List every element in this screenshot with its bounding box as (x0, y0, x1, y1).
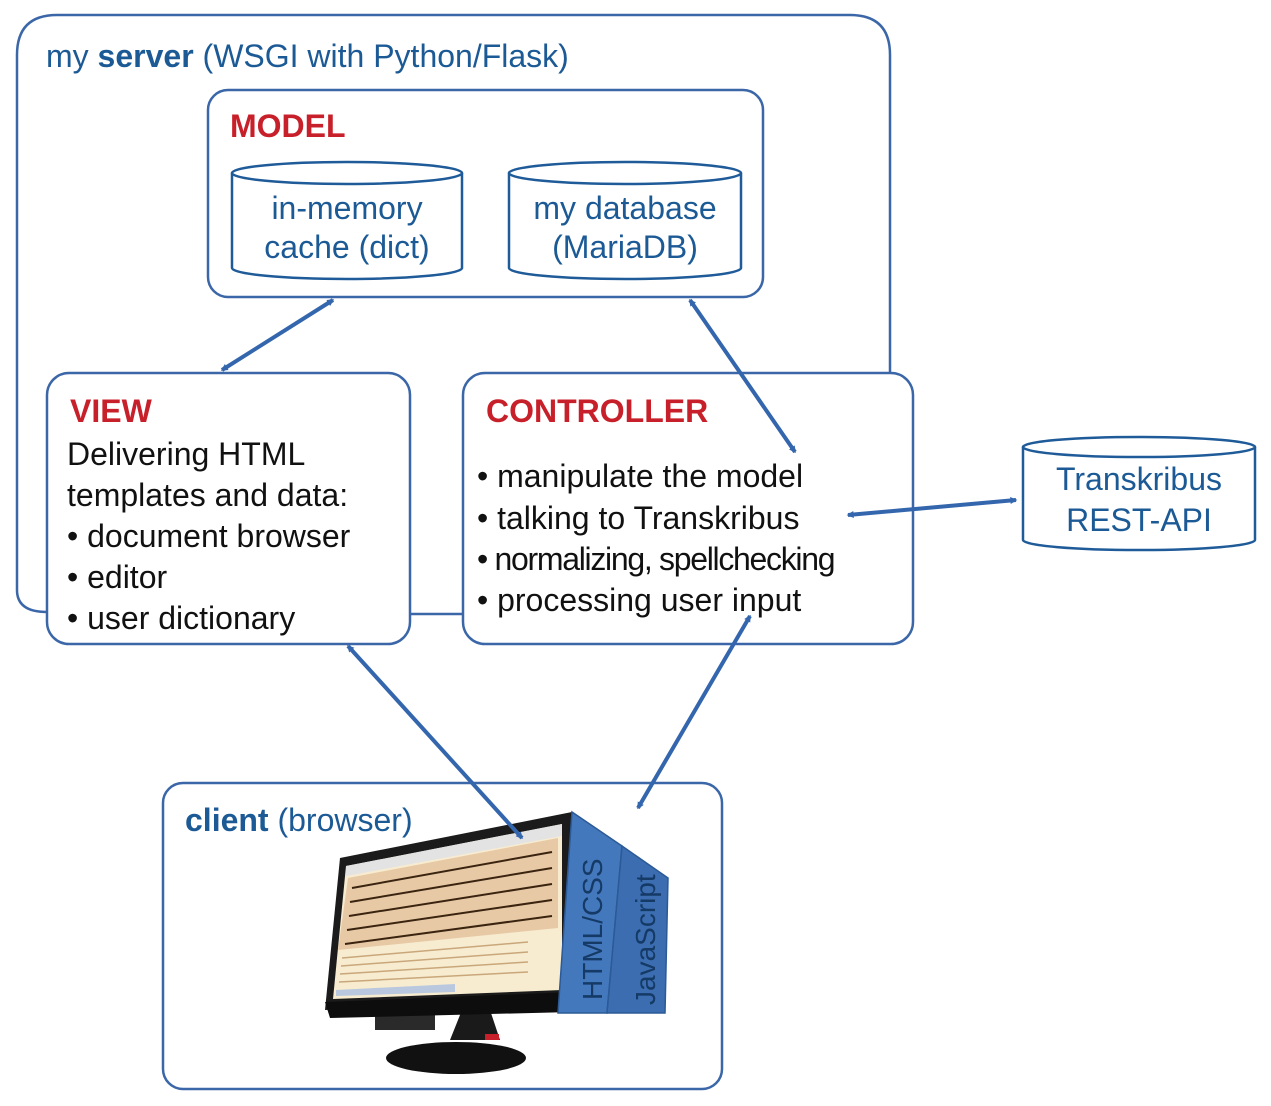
database-label-1: my database (533, 190, 716, 226)
database-label-2: (MariaDB) (552, 229, 698, 265)
view-item: • editor (67, 559, 167, 595)
cache-cylinder: in-memory cache (dict) (230, 160, 464, 281)
server-title: my server (WSGI with Python/Flask) (46, 38, 569, 74)
controller-item: • talking to Transkribus (477, 500, 799, 536)
model-box: MODEL in-memory cache (dict) my database… (206, 88, 765, 299)
javascript-panel (606, 844, 669, 1014)
client-title: client (browser) (185, 802, 413, 838)
controller-item: • processing user input (477, 582, 801, 618)
transkribus-label-1: Transkribus (1056, 461, 1222, 497)
arrows (220, 298, 1018, 840)
arrow-controller-transkribus (846, 497, 1018, 518)
view-intro-1: Delivering HTML (67, 436, 305, 472)
transkribus-cylinder: Transkribus REST-API (1021, 435, 1257, 552)
arrow-model-controller (688, 298, 797, 454)
javascript-label: JavaScript (630, 874, 661, 1005)
controller-title: CONTROLLER (486, 393, 708, 429)
client-box: client (browser) (161, 781, 724, 1091)
controller-item: • normalizing, spellchecking (477, 541, 834, 577)
view-box: VIEW Delivering HTML templates and data:… (45, 371, 412, 646)
view-item: • document browser (67, 518, 351, 554)
server-boundary (15, 13, 892, 616)
view-title: VIEW (70, 393, 153, 429)
arrow-controller-client (636, 614, 752, 810)
editor-lines (338, 941, 529, 983)
manuscript-lines (344, 851, 553, 945)
html-css-label: HTML/CSS (577, 858, 608, 1000)
controller-item: • manipulate the model (477, 458, 803, 494)
arrow-view-model (220, 298, 335, 372)
transkribus-label-2: REST-API (1066, 502, 1212, 538)
view-item: • user dictionary (67, 600, 295, 636)
model-title: MODEL (230, 108, 346, 144)
database-cylinder: my database (MariaDB) (507, 160, 743, 281)
cache-label-1: in-memory (271, 190, 422, 226)
view-intro-2: templates and data: (67, 477, 348, 513)
cache-label-2: cache (dict) (264, 229, 429, 265)
arrow-view-client (346, 644, 524, 840)
controller-box: CONTROLLER • manipulate the model • talk… (461, 371, 915, 646)
